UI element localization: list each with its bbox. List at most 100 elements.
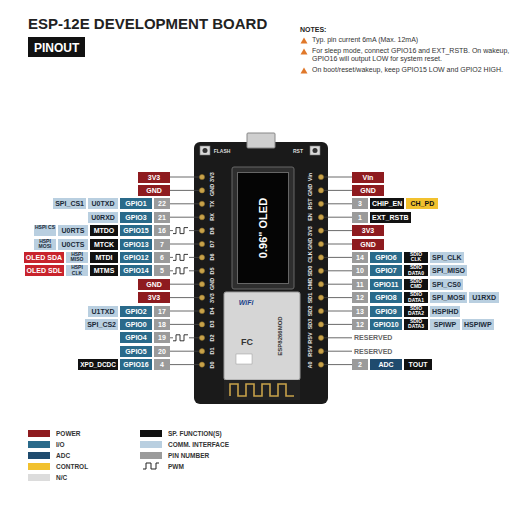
pin-row: GPIO419 [120, 332, 170, 343]
pin-wire [321, 311, 352, 312]
pwm-ground [173, 334, 189, 342]
pin-row: GND [138, 185, 170, 196]
pin-number: 16 [154, 225, 170, 236]
board-silkscreen: D8 [210, 227, 216, 234]
pin-label: 3V3 [138, 172, 170, 183]
pin-wire [321, 190, 352, 191]
pin-label: MTDI [90, 252, 118, 263]
board-silkscreen: D1 [210, 348, 216, 355]
pin-hole [199, 188, 204, 193]
note-row: For sleep mode, connect GPIO16 and EXT_R… [300, 47, 512, 64]
pin-hole [318, 349, 323, 354]
pin-hole [318, 215, 323, 220]
pin-row: GND [138, 279, 170, 290]
pin-wire [321, 203, 352, 204]
pin-label: U1RXD [469, 292, 499, 303]
legend-text: ADC [56, 452, 70, 459]
pin-wire [321, 324, 352, 325]
pin-label: GPIO7 [370, 265, 402, 276]
pin-label: EXT_RSTB [370, 212, 411, 223]
pin-row: RESERVED [352, 346, 394, 357]
pin-label: SPI_MISO [430, 265, 467, 276]
board-silkscreen: RX [210, 213, 216, 221]
pin-label: HSPIWP [462, 319, 494, 330]
pin-label: CH_PD [406, 198, 438, 209]
pin-label: SPI_CLK [430, 252, 464, 263]
pin-hole [199, 322, 204, 327]
board-silkscreen: 3V3 [210, 172, 216, 182]
pin-wire [321, 257, 352, 258]
pin-label: U0TXD [88, 198, 118, 209]
pin-label: XPD_DCDC [78, 359, 118, 370]
pin-label: GPIO15 [120, 225, 152, 236]
pin-hole [199, 349, 204, 354]
pin-wire [170, 284, 202, 285]
pin-label: HSPI CLK [66, 265, 88, 276]
board-silkscreen: D2 [210, 334, 216, 341]
pin-label: GPIO14 [120, 265, 152, 276]
pin-row: RESERVED [352, 332, 394, 343]
board-silkscreen: D6 [210, 254, 216, 261]
node-text: PINOUT [34, 41, 79, 55]
pin-label: GND [352, 185, 384, 196]
pin-hole [318, 322, 323, 327]
pin-row: 3CHIP_ENCH_PD [352, 198, 438, 209]
legend-text: SP. FUNCTION(S) [168, 430, 222, 437]
legend-swatch [28, 463, 50, 470]
pin-hole [199, 201, 204, 206]
pin-label: SPI_CS2 [85, 319, 118, 330]
pin-label: GND [138, 185, 170, 196]
pin-hole [199, 174, 204, 179]
legend-text: COMM. INTERFACE [168, 441, 229, 448]
pin-label: OLED SDA [24, 252, 64, 263]
board-silkscreen: SD2 [308, 306, 314, 317]
warning-icon [300, 48, 308, 55]
pin-row: HSPI CSU0RTSMTDOGPIO1516 [34, 225, 170, 236]
pin-hole [318, 255, 323, 260]
pin-row: GND [352, 185, 384, 196]
pin-label: GPIO9 [370, 306, 402, 317]
pin-label: GPIO13 [120, 239, 152, 250]
reserved-label: RESERVED [352, 346, 394, 357]
pin-label: U1TXD [88, 306, 118, 317]
pin-row: 3V3 [138, 292, 170, 303]
pin-wire [321, 284, 352, 285]
legend-swatch [140, 430, 162, 437]
pin-hole [199, 362, 204, 367]
note-text: For sleep mode, connect GPIO16 and EXT_R… [312, 47, 512, 64]
pin-label: SPIWP [430, 319, 460, 330]
board-silkscreen: FC [241, 338, 253, 347]
pin-wire [321, 297, 352, 298]
pin-row: XPD_DCDCGPIO164 [78, 359, 170, 370]
board-silkscreen: D3 [210, 321, 216, 328]
pin-row: 1EXT_RSTB [352, 212, 411, 223]
pin-number: 10 [352, 265, 368, 276]
note-row: Typ. pin current 6mA (Max. 12mA) [300, 36, 512, 45]
legend-text: PIN NUMBER [168, 452, 209, 459]
pin-label: SDIO CMD [404, 279, 428, 290]
reset-button [310, 146, 320, 155]
pin-row: Vin [352, 172, 384, 183]
pin-hole [199, 308, 204, 313]
pwm-ground [173, 253, 189, 261]
pin-hole [199, 282, 204, 287]
board-silkscreen: RSV [308, 346, 314, 357]
pin-number: 12 [352, 319, 368, 330]
pin-label: MTMS [90, 265, 118, 276]
pin-wire [170, 364, 202, 365]
pin-wire [170, 297, 202, 298]
pin-row: U1TXDGPIO217 [88, 306, 170, 317]
pin-label: U0CTS [58, 239, 88, 250]
legend: POWERI/OADCCONTROLN/CSP. FUNCTION(S)COMM… [28, 428, 260, 482]
pin-label: 3V3 [352, 225, 384, 236]
pin-row: OLED SDAHSPI MISOMTDIGPIO126 [24, 252, 170, 263]
board-silkscreen: RSV [308, 332, 314, 343]
pwm-ground [173, 227, 189, 235]
pin-wire [170, 217, 202, 218]
pin-label: GPIO11 [370, 279, 402, 290]
pin-label: SDIO DATA2 [404, 306, 428, 317]
pin-number: 7 [154, 239, 170, 250]
board-silkscreen: SD3 [308, 319, 314, 330]
board-silkscreen: D5 [210, 267, 216, 274]
board-silkscreen: 3V3 [210, 293, 216, 303]
